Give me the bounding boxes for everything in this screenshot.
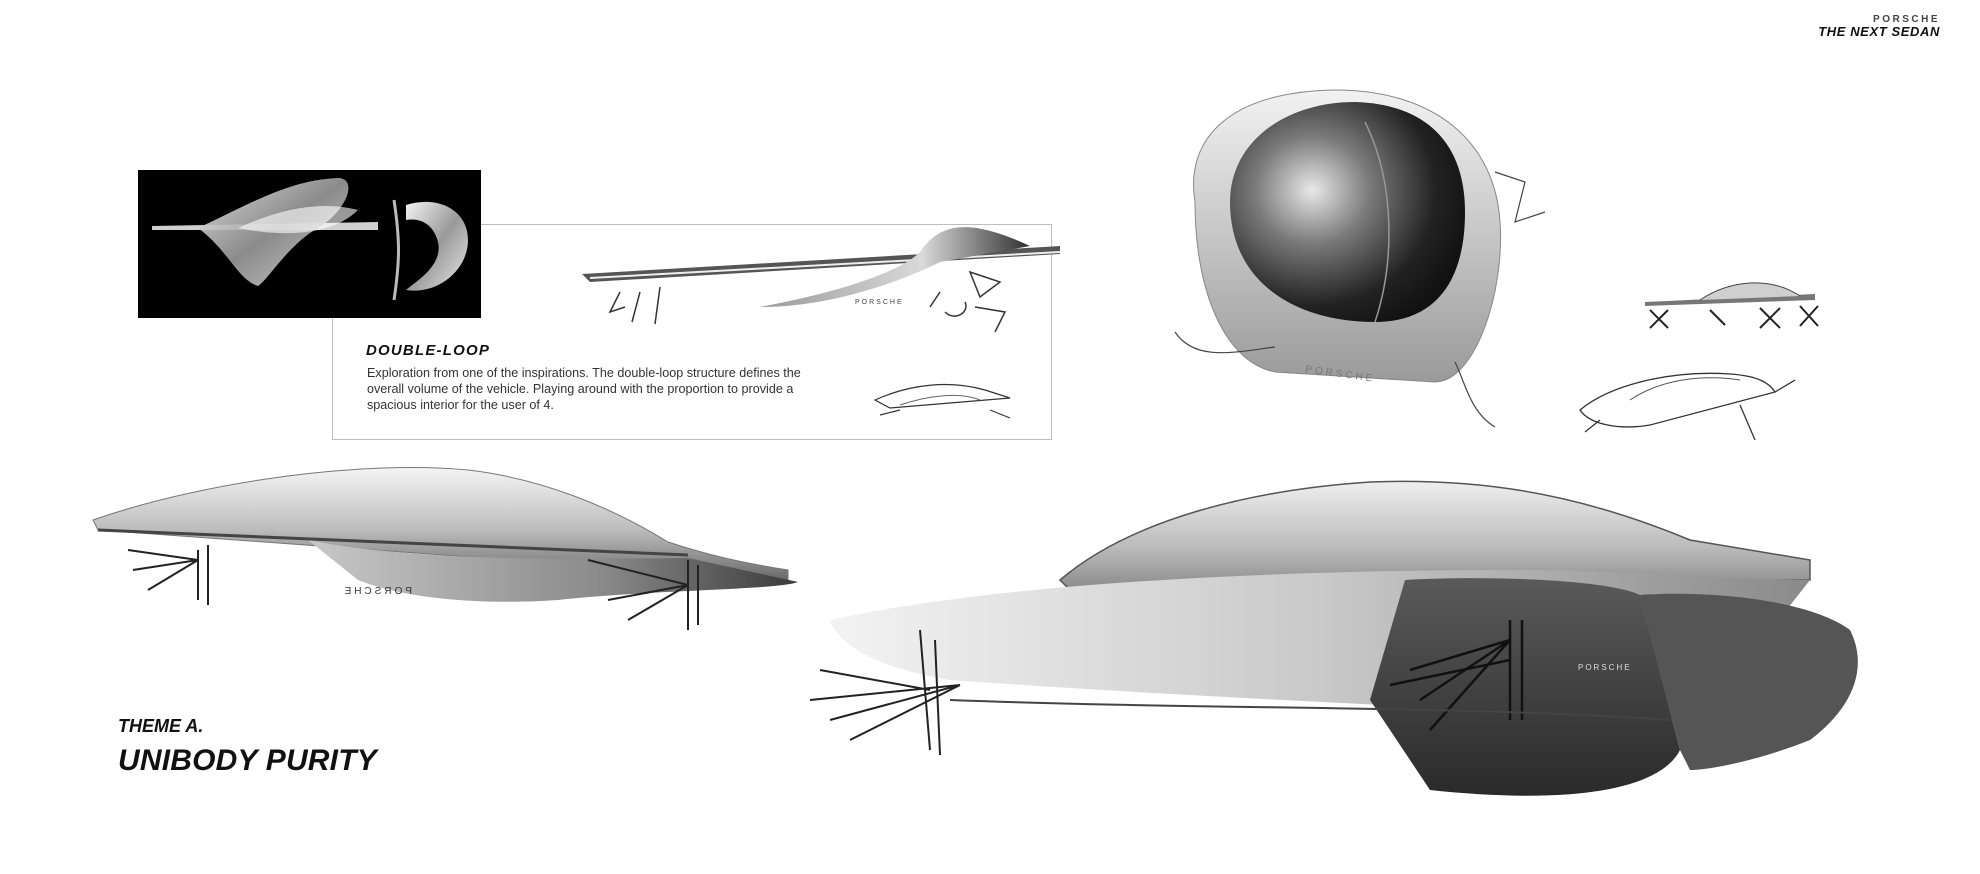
side-view-logo: PORSCHE [342, 586, 412, 597]
panel-description: Exploration from one of the inspirations… [367, 366, 801, 412]
panel-side-sketch: PORSCHE [582, 227, 1061, 333]
three-quarter-sketch: PORSCHE [809, 480, 1858, 796]
panel-sketch-logo: PORSCHE [855, 299, 904, 306]
three-quarter-logo: PORSCHE [1578, 663, 1632, 672]
small-perspective-sketch [1579, 372, 1796, 441]
small-side-sketch [1645, 282, 1819, 329]
inspiration-photo [138, 170, 481, 318]
header-brand: PORSCHE THE NEXT SEDAN [1818, 14, 1940, 39]
theme-label: THEME A. [118, 716, 204, 736]
theme-title: UNIBODY PURITY [118, 744, 377, 777]
panel-thumbnail-sketch [873, 383, 1011, 419]
front-view-sketch: PORSCHE [1174, 89, 1546, 428]
project-title: THE NEXT SEDAN [1818, 24, 1940, 39]
side-view-sketch: PORSCHE [92, 466, 798, 630]
panel-title: DOUBLE-LOOP [366, 342, 491, 359]
brand-logo: PORSCHE [1873, 14, 1940, 25]
double-loop-sculpture-image [152, 178, 468, 301]
